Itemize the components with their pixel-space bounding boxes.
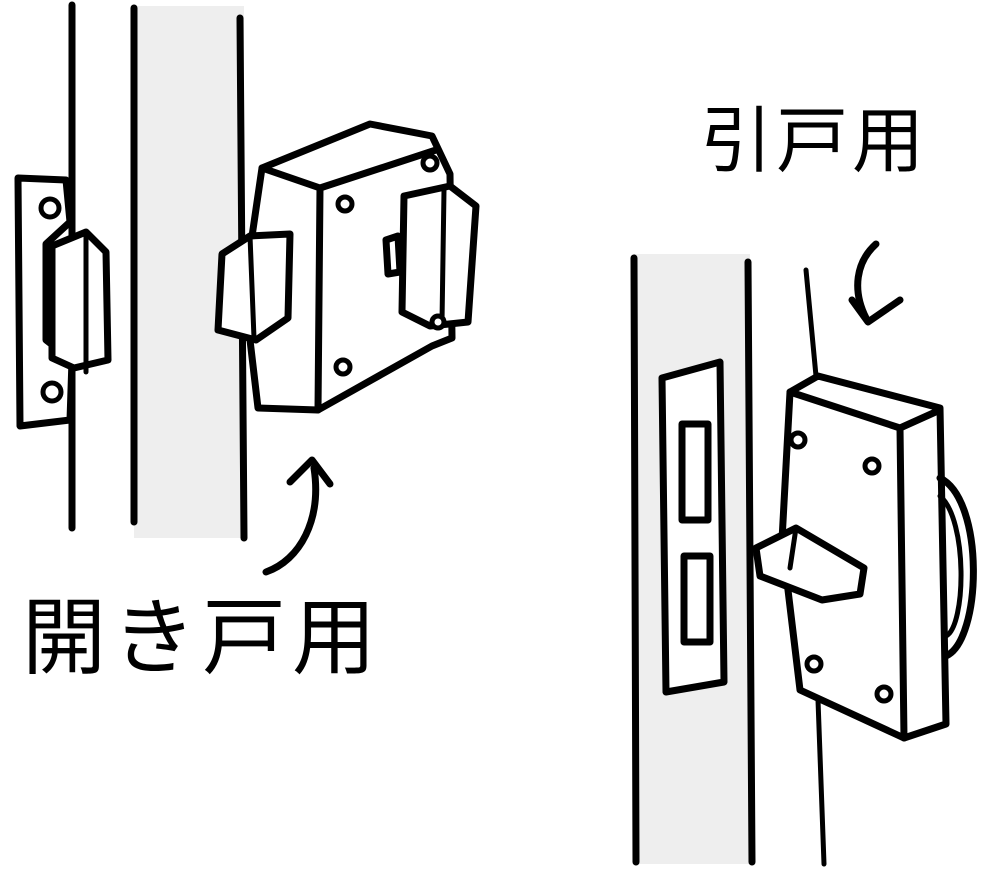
pull-handle <box>936 474 977 660</box>
strike-plate <box>14 174 112 430</box>
sliding-door-illustration <box>630 240 977 867</box>
curved-arrow-up-icon <box>262 464 320 576</box>
sliding-lock-body <box>752 372 977 742</box>
hinged-door-label: 開き戸用 <box>22 589 383 687</box>
sliding-strike-plate <box>658 358 728 696</box>
thumb-turn-knob <box>398 182 480 330</box>
sliding-door-label: 引戸用 <box>700 99 929 183</box>
hinged-door-illustration <box>14 1 480 576</box>
rim-lock-body <box>214 120 480 414</box>
